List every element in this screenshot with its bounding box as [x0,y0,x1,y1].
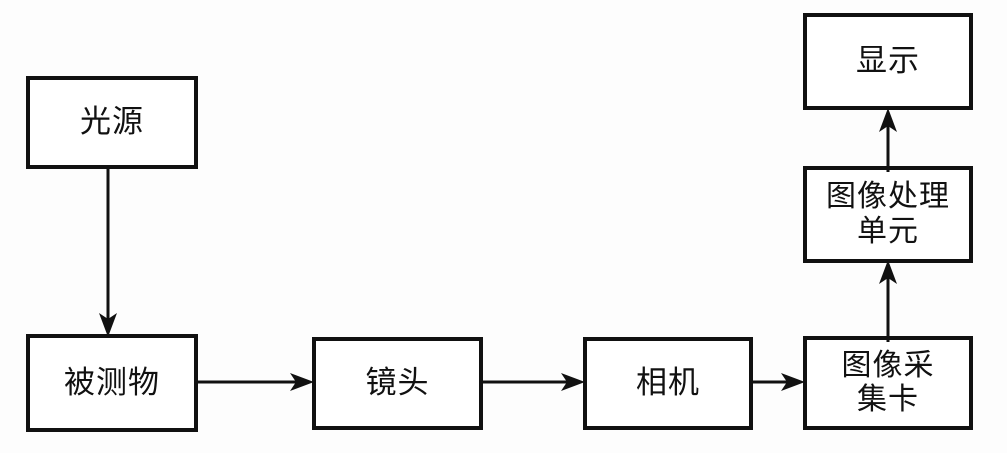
node-frame-grabber-label: 图像采 集卡 [841,348,935,417]
node-lens[interactable]: 镜头 [312,337,483,430]
arrow-lens-to-camera [479,373,585,391]
node-light-source-label: 光源 [80,104,144,140]
node-camera[interactable]: 相机 [583,337,753,430]
arrow-frame-grabber-to-processing-unit [879,260,897,342]
node-display[interactable]: 显示 [803,13,973,110]
node-frame-grabber[interactable]: 图像采 集卡 [803,336,973,430]
node-lens-label: 镜头 [365,365,430,401]
node-image-processing-unit-label: 图像处理 单元 [826,180,950,248]
node-light-source[interactable]: 光源 [26,76,198,169]
arrow-object-to-lens [194,373,314,391]
node-object-under-test[interactable]: 被测物 [26,334,198,432]
node-image-processing-unit[interactable]: 图像处理 单元 [803,166,973,263]
arrow-processing-unit-to-display [879,108,897,172]
arrow-camera-to-frame-grabber [749,373,805,391]
node-display-label: 显示 [856,43,920,79]
node-camera-label: 相机 [636,365,700,401]
node-object-under-test-label: 被测物 [64,364,160,400]
arrow-light-source-to-object [99,165,117,337]
